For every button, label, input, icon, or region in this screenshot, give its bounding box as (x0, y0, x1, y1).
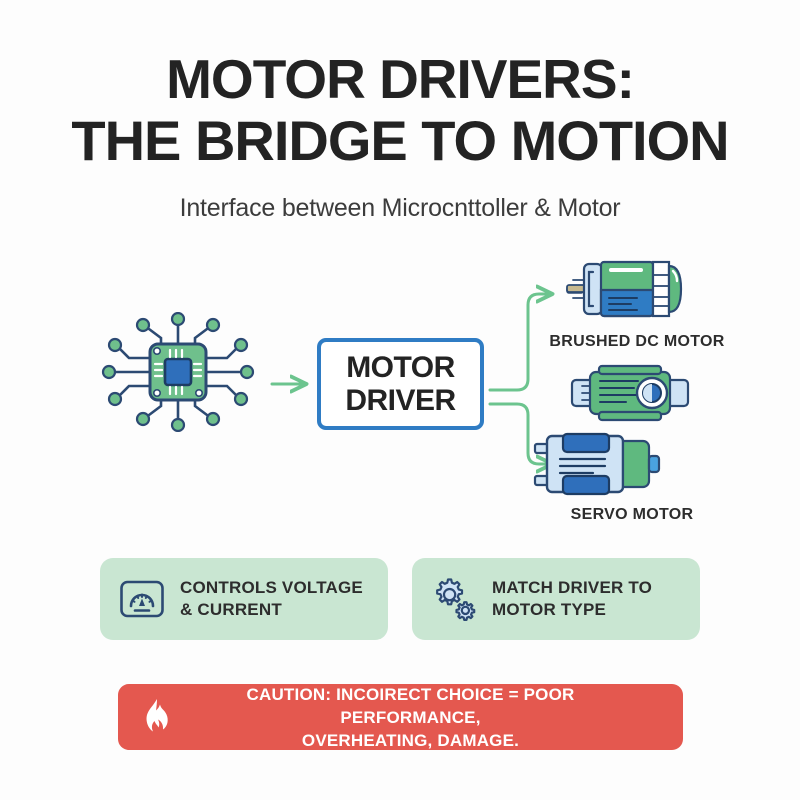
feature-label-line-2: MOTOR TYPE (492, 600, 607, 619)
microcontroller-chip-icon (93, 311, 263, 433)
motor-driver-box: MOTOR DRIVER (317, 338, 484, 430)
feature-label-line-1: CONTROLS VOLTAGE (180, 578, 363, 597)
page-title-line-1: MOTOR DRIVERS: (166, 48, 635, 110)
feature-label: MATCH DRIVER TO MOTOR TYPE (492, 577, 652, 621)
flame-icon (140, 697, 174, 737)
header: MOTOR DRIVERS: THE BRIDGE TO MOTION Inte… (0, 48, 800, 223)
driver-label-line-1: MOTOR (346, 351, 455, 384)
caution-text: CAUTION: INCOIRECT CHOICE = POOR PERFORM… (174, 683, 683, 752)
gauge-icon (119, 576, 165, 622)
feature-controls-voltage-current: CONTROLS VOLTAGE & CURRENT (100, 558, 388, 640)
driver-label-line-2: DRIVER (345, 384, 456, 417)
caution-line-1: CAUTION: INCOIRECT CHOICE = POOR PERFORM… (246, 684, 575, 727)
feature-label: CONTROLS VOLTAGE & CURRENT (180, 577, 363, 621)
feature-label-line-2: & CURRENT (180, 600, 282, 619)
caution-line-2: OVERHEATING, DAMAGE. (301, 730, 520, 750)
feature-label-line-1: MATCH DRIVER TO (492, 578, 653, 597)
caution-banner: CAUTION: INCOIRECT CHOICE = POOR PERFORM… (118, 684, 683, 750)
motor-label-brushed-dc: BRUSHED DC MOTOR (549, 333, 725, 350)
gears-icon (431, 576, 477, 622)
servo-motor-icon (533, 432, 667, 501)
page-subtitle: Interface between Microcnttoller & Motor (179, 194, 621, 222)
motor-label-servo: SERVO MOTOR (570, 506, 694, 523)
gear-motor-icon (568, 364, 692, 427)
brushed-dc-motor-icon (565, 258, 693, 325)
feature-boxes: CONTROLS VOLTAGE & CURRENT MATCH DRIVER … (0, 558, 800, 648)
page-title-line-2: THE BRIDGE TO MOTION (71, 109, 729, 172)
feature-match-driver-motor: MATCH DRIVER TO MOTOR TYPE (412, 558, 700, 640)
